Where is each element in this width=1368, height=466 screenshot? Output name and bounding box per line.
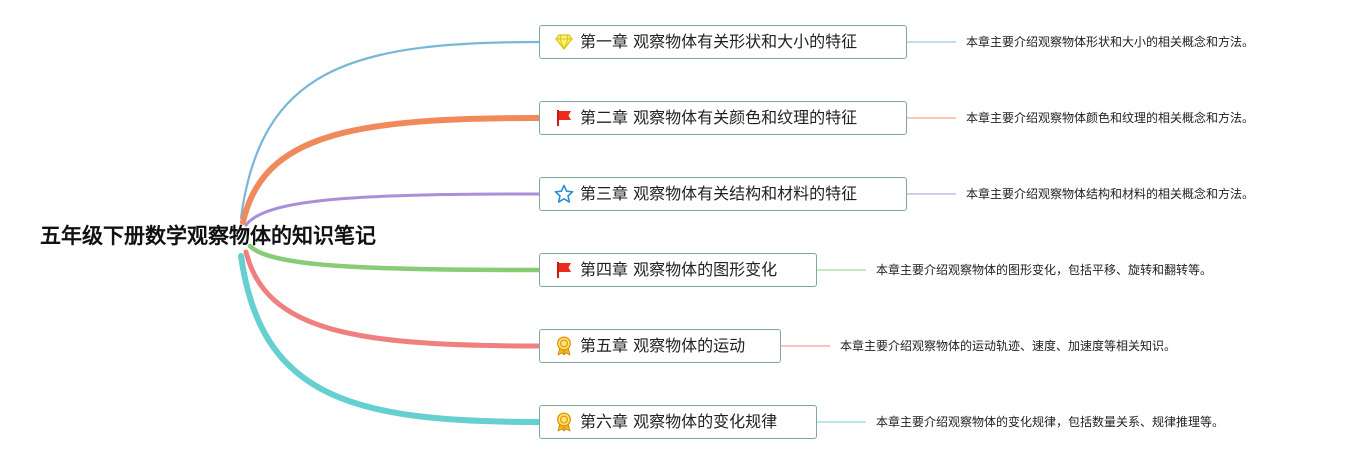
chapter-node-1[interactable]: 第一章 观察物体有关形状和大小的特征	[539, 25, 907, 59]
chapter-node-label: 第四章 观察物体的图形变化	[580, 260, 778, 279]
chapter-node-label: 第五章 观察物体的运动	[580, 336, 746, 355]
red-flag-icon	[554, 108, 574, 128]
chapter-description-4[interactable]: 本章主要介绍观察物体的图形变化，包括平移、旋转和翻转等。	[876, 263, 1213, 277]
chapter-node-3[interactable]: 第三章 观察物体有关结构和材料的特征	[539, 177, 907, 211]
chapter-node-2[interactable]: 第二章 观察物体有关颜色和纹理的特征	[539, 101, 907, 135]
branch-connector-6	[238, 253, 542, 425]
chapter-description-2[interactable]: 本章主要介绍观察物体颜色和纹理的相关概念和方法。	[966, 111, 1255, 125]
chapter-description-6[interactable]: 本章主要介绍观察物体的变化规律，包括数量关系、规律推理等。	[876, 415, 1225, 429]
award-medal-icon	[554, 336, 574, 356]
branch-connector-3	[244, 192, 541, 227]
chapter-node-5[interactable]: 第五章 观察物体的运动	[539, 329, 781, 363]
chapter-node-6[interactable]: 第六章 观察物体的变化规律	[539, 405, 817, 439]
root-topic-title[interactable]: 五年级下册数学观察物体的知识笔记	[40, 224, 376, 248]
chapter-description-5[interactable]: 本章主要介绍观察物体的运动轨迹、速度、加速度等相关知识。	[840, 339, 1177, 353]
chapter-node-label: 第一章 观察物体有关形状和大小的特征	[580, 32, 858, 51]
chapter-node-4[interactable]: 第四章 观察物体的图形变化	[539, 253, 817, 287]
star-outline-icon	[554, 184, 574, 204]
chapter-description-3[interactable]: 本章主要介绍观察物体结构和材料的相关概念和方法。	[966, 187, 1255, 201]
branch-connector-4	[247, 243, 542, 273]
chapter-description-1[interactable]: 本章主要介绍观察物体形状和大小的相关概念和方法。	[966, 35, 1255, 49]
branch-connector-1	[239, 40, 541, 220]
award-medal-icon	[554, 412, 574, 432]
branch-connector-2	[240, 115, 542, 225]
chapter-node-label: 第三章 观察物体有关结构和材料的特征	[580, 184, 858, 203]
branch-connector-5	[243, 249, 542, 349]
chapter-node-label: 第六章 观察物体的变化规律	[580, 412, 778, 431]
diamond-icon	[554, 32, 574, 52]
chapter-node-label: 第二章 观察物体有关颜色和纹理的特征	[580, 108, 858, 127]
red-flag-icon	[554, 260, 574, 280]
